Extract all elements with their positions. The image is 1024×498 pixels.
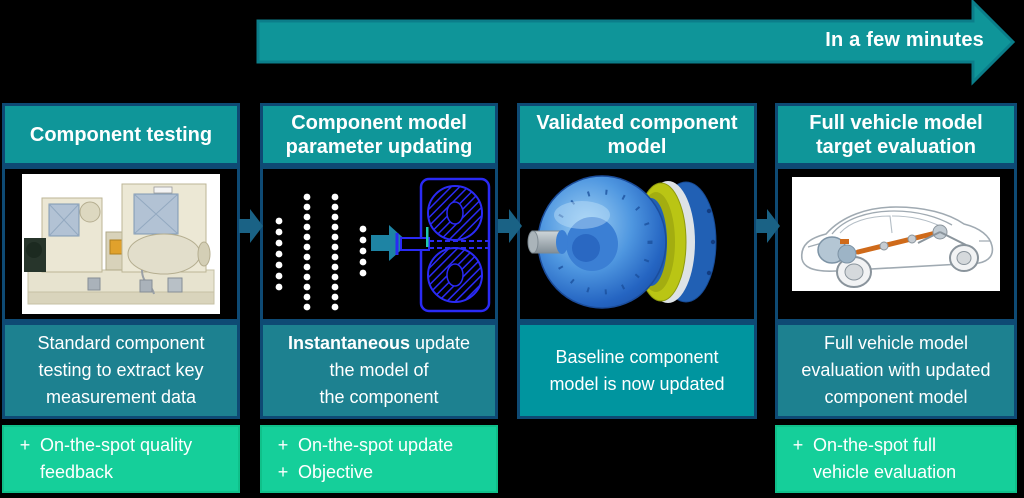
- column-validated-model: Validated component model: [517, 103, 757, 419]
- plus-marker: +: [277, 435, 289, 455]
- update-arrow-icon: [371, 225, 409, 261]
- validated-model-image: [517, 166, 757, 322]
- column-title: Full vehicle model target evaluation: [775, 103, 1017, 166]
- benefit-item: + On-the-spot full vehicle evaluation: [783, 432, 1009, 486]
- component-test-rig-image: [2, 166, 240, 322]
- vehicle-drivetrain-illustration: [792, 177, 1000, 291]
- description-bold: Instantaneous: [287, 333, 410, 353]
- parameter-updating-image: [260, 166, 498, 322]
- plus-marker: +: [277, 462, 289, 482]
- plus-marker: +: [19, 435, 31, 455]
- full-vehicle-image: [775, 166, 1017, 322]
- description-rest: update the model of the component: [319, 333, 471, 407]
- torque-converter-render: [527, 175, 717, 309]
- flow-arrow-icon: [756, 209, 780, 243]
- measurement-to-model-illustration: [275, 177, 491, 313]
- benefit-item: + On-the-spot quality feedback: [10, 432, 232, 486]
- test-rig-photo: [22, 174, 220, 314]
- column-full-vehicle-evaluation: Full vehicle model target evaluation: [775, 103, 1017, 493]
- benefit-panel: + On-the-spot full vehicle evaluation: [775, 425, 1017, 493]
- column-component-testing: Component testing: [2, 103, 240, 493]
- banner-label: In a few minutes: [825, 29, 984, 51]
- benefit-text: On-the-spot update: [298, 435, 454, 455]
- column-description-panel: Baseline component model is now updated: [517, 322, 757, 419]
- benefit-item: + Objective: [268, 459, 490, 486]
- column-description: Baseline component model is now updated: [549, 346, 725, 394]
- benefit-text: On-the-spot quality feedback: [40, 435, 193, 482]
- timeline-arrow-icon: [256, 0, 1016, 86]
- benefit-panel: + On-the-spot quality feedback: [2, 425, 240, 493]
- column-description: Standard component testing to extract ke…: [37, 333, 205, 407]
- column-title: Validated component model: [517, 103, 757, 166]
- plus-marker: +: [792, 435, 804, 455]
- column-title: Component testing: [2, 103, 240, 166]
- column-title: Component model parameter updating: [260, 103, 498, 166]
- benefit-text: On-the-spot full vehicle evaluation: [813, 435, 957, 482]
- measurement-dots: [275, 193, 367, 311]
- column-description: Full vehicle model evaluation with updat…: [801, 333, 991, 407]
- flow-arrow-icon: [498, 209, 522, 243]
- column-description-panel: Full vehicle model evaluation with updat…: [775, 322, 1017, 419]
- column-description: Instantaneous update the model of the co…: [288, 330, 470, 411]
- column-parameter-updating: Component model parameter updating: [260, 103, 498, 493]
- benefit-panel: + On-the-spot update + Objective: [260, 425, 498, 493]
- benefit-item: + On-the-spot update: [268, 432, 490, 459]
- benefit-text: Objective: [298, 462, 374, 482]
- column-description-panel: Instantaneous update the model of the co…: [260, 322, 498, 419]
- cad-model-illustration: [395, 177, 491, 313]
- column-description-panel: Standard component testing to extract ke…: [2, 322, 240, 419]
- flow-arrow-icon: [239, 209, 263, 243]
